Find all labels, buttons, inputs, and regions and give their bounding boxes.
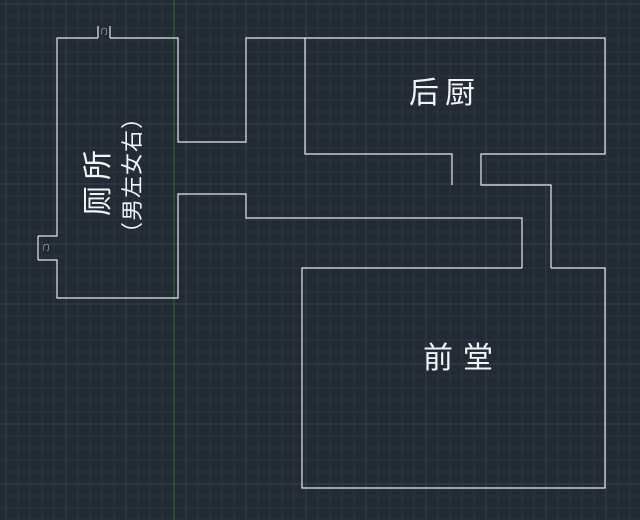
toilet-note-group: （男左女右） <box>121 106 146 244</box>
door-marker-top: 门 <box>97 26 111 38</box>
toilet-wall-top <box>110 37 305 143</box>
toilet-note: （男左女右） <box>121 106 146 244</box>
toilet-wall <box>38 37 98 237</box>
front-hall-wall <box>301 267 606 489</box>
toilet-wall-lower <box>38 193 523 299</box>
kitchen-wall <box>305 37 606 268</box>
kitchen-wall-inner <box>304 38 453 185</box>
kitchen-label: 后厨 <box>409 76 481 111</box>
toilet-label: 厕所 <box>81 144 116 216</box>
door-marker-top-label: 门 <box>101 28 107 36</box>
front-hall-label: 前堂 <box>423 341 503 376</box>
door-marker-left: 门 <box>37 236 49 260</box>
door-marker-left-label: 门 <box>43 244 49 252</box>
toilet-label-group: 厕所 <box>81 144 116 216</box>
